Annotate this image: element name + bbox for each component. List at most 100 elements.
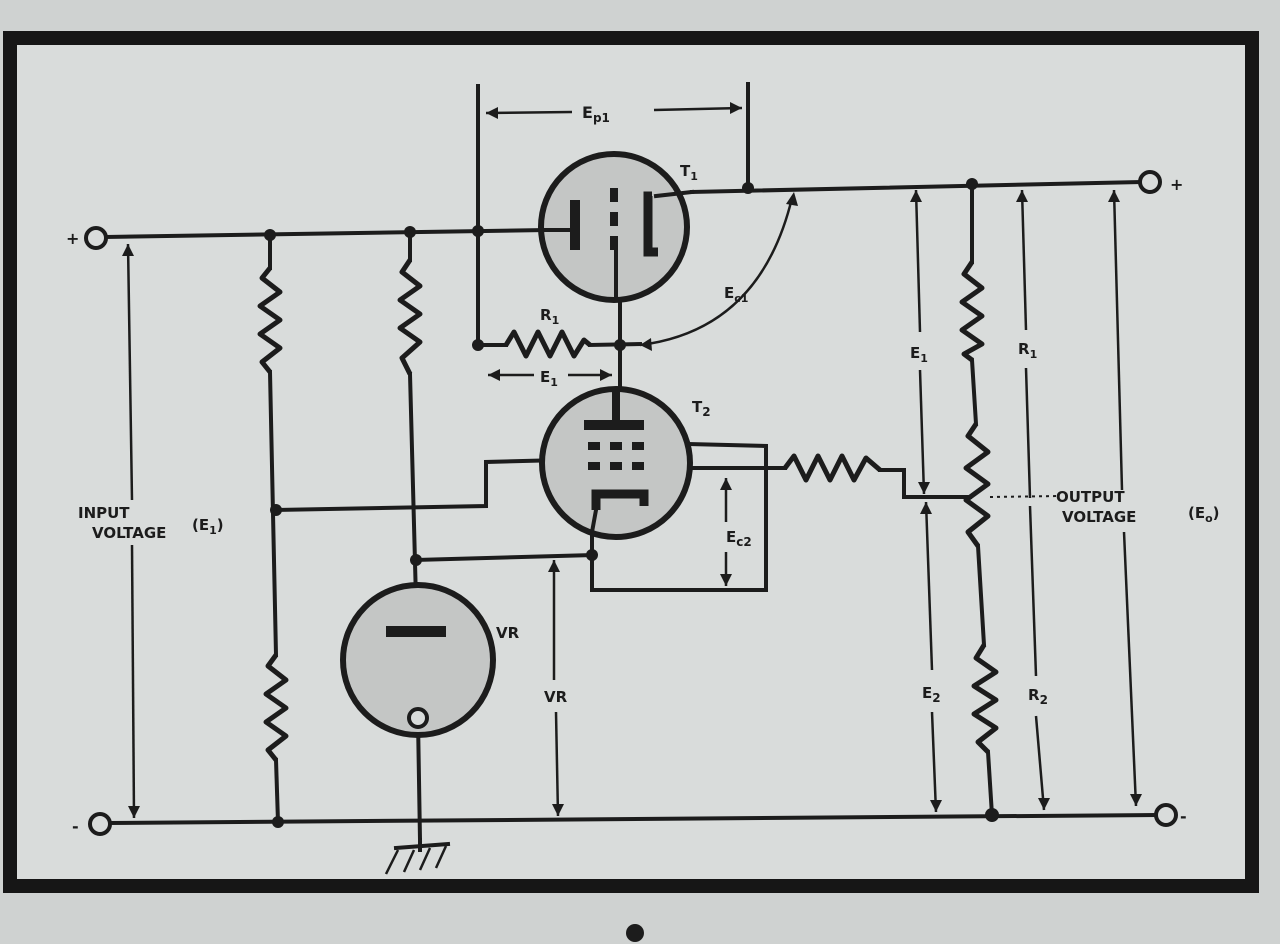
output-positive-terminal [1138, 170, 1162, 194]
vr-ground-wire [415, 717, 423, 843]
input-positive-terminal [84, 226, 108, 250]
input-arrow-bottom [130, 544, 136, 819]
output-arrow-bottom [1122, 531, 1138, 807]
label-t1: T1 [680, 162, 698, 183]
terminals [84, 170, 1178, 836]
resistor-r2-output [971, 643, 999, 754]
t2-grid-wire [273, 457, 563, 513]
tube-t2-cathode-lead [589, 507, 599, 535]
arrowhead [1016, 190, 1028, 202]
ground-bar [393, 841, 451, 851]
label-input-line2: VOLTAGE [92, 524, 166, 542]
wiring [103, 82, 1158, 843]
label-ec2: Ec2 [726, 528, 752, 549]
label-input-line1: INPUT [78, 504, 130, 522]
label-output-line2: VOLTAGE [1062, 508, 1136, 526]
junction-dot [742, 182, 754, 194]
label-minus-output: - [1180, 807, 1187, 826]
e2-right-arrow-bottom [930, 711, 938, 813]
label-e2-right: E2 [922, 684, 941, 705]
label-vr-tube: VR [496, 624, 520, 642]
arrowhead [128, 806, 140, 818]
junction-dot [264, 229, 276, 241]
label-ec1: Ec1 [724, 284, 748, 305]
arrowhead [552, 804, 564, 816]
label-minus-input: - [72, 817, 79, 836]
label-e1-r1: E1 [540, 368, 558, 389]
e1-right-arrow-top [914, 189, 922, 333]
label-r1-right: R1 [1018, 340, 1037, 361]
junction-dot [270, 504, 282, 516]
tube-t2-plate-lead [612, 390, 620, 422]
junction-dot [614, 339, 626, 351]
r2-right-arrow-top [1028, 505, 1038, 677]
tube-t1-envelope [538, 151, 690, 303]
resistor-feedback [783, 453, 882, 483]
resistors [257, 258, 999, 762]
junctions [264, 178, 999, 828]
label-r2-right: R2 [1028, 686, 1048, 707]
tube-t1 [538, 151, 695, 303]
e1-right-arrow-bottom [918, 369, 926, 495]
tube-t2 [539, 386, 693, 540]
arrowhead [920, 502, 932, 514]
arrowhead [910, 190, 922, 202]
input-arrow-top [126, 243, 134, 501]
junction-dot [272, 816, 284, 828]
tube-t1-grid [610, 188, 618, 202]
tube-t2-control-grid [588, 462, 600, 470]
e2-right-arrow-top [924, 501, 934, 671]
tube-t2-control-grid [610, 462, 622, 470]
label-output-line1: OUTPUT [1056, 488, 1125, 506]
arrowhead [600, 369, 612, 381]
vr-arrow-bottom [554, 711, 560, 817]
divider-wire-bottom [273, 757, 281, 825]
ep1-arrow-right [653, 106, 743, 112]
input-positive-wire [103, 227, 548, 240]
input-negative-terminal [88, 812, 112, 836]
tube-t2-plate [584, 420, 644, 430]
junction-dot [586, 549, 598, 561]
label-vr-voltage: VR [544, 688, 568, 706]
output-arrow-top [1112, 189, 1124, 491]
tube-vr-anode [386, 626, 446, 637]
ground-hatch [402, 849, 416, 873]
page-dot [626, 924, 644, 942]
r1-right-arrow-bottom [1024, 367, 1032, 499]
tube-t1-plate-lead [653, 189, 695, 199]
resistor-r1-output [959, 260, 985, 362]
t2-screen-loop [590, 441, 768, 592]
r1-right-arrow-top [1020, 189, 1028, 331]
arrowhead [1130, 794, 1142, 806]
arrowhead [548, 560, 560, 572]
junction-dot [472, 339, 484, 351]
tube-t2-screen-grid [632, 442, 644, 450]
junction-dot [404, 226, 416, 238]
arrowhead [720, 574, 732, 586]
label-output-symbol: (Eo) [1188, 504, 1220, 525]
arrowhead [640, 338, 652, 351]
output-divider-mid [969, 357, 979, 427]
ep1-arrow-left [485, 110, 573, 115]
tube-t1-grid [610, 212, 618, 226]
ground-symbol [384, 838, 451, 875]
arrowhead [730, 102, 742, 114]
tube-t2-control-grid [632, 462, 644, 470]
ground-hatch [384, 849, 400, 875]
resistor-divider-lower [263, 653, 289, 762]
vr-cathode-wire [413, 552, 595, 563]
tube-vr-envelope [340, 582, 496, 738]
junction-dot [472, 225, 484, 237]
r2-right-arrow-bottom [1034, 715, 1046, 811]
label-r1: R1 [540, 306, 559, 327]
arrowhead [1038, 798, 1050, 810]
tube-t1-plate [643, 191, 658, 257]
arrowhead [720, 478, 732, 490]
output-tap-dotted [989, 495, 1061, 498]
label-input-symbol: (E1) [192, 516, 224, 537]
tube-t1-cathode [570, 200, 580, 250]
ground-wire [107, 812, 1158, 826]
label-plus-input: + [66, 229, 79, 248]
